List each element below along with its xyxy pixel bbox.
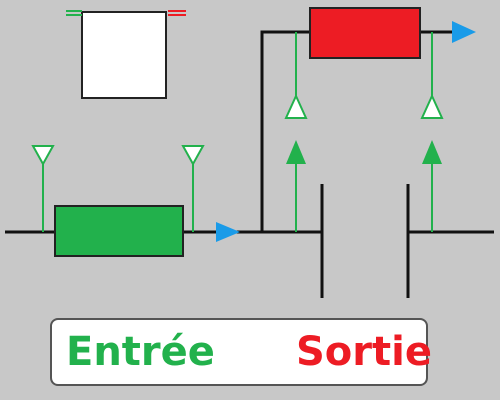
legend-box: Entrée Sortie xyxy=(50,318,432,386)
white-block-body xyxy=(81,11,167,99)
left-pickup-hollow-triangle xyxy=(284,93,308,119)
left-pickup-solid-arrow xyxy=(286,140,306,164)
red-block xyxy=(309,7,421,59)
right-pickup-hollow-triangle xyxy=(420,93,444,119)
white-block xyxy=(66,10,186,99)
green-tap-right-triangle xyxy=(181,145,205,167)
main-flow-arrow xyxy=(216,222,240,242)
upper-branch-left xyxy=(260,30,310,232)
legend-input-label: Entrée xyxy=(66,329,215,375)
green-block xyxy=(54,205,184,257)
legend-output-label: Sortie xyxy=(296,329,432,375)
upper-flow-arrow xyxy=(452,21,476,43)
right-pickup-solid-arrow xyxy=(422,140,442,164)
green-tap-left-triangle xyxy=(31,145,55,167)
